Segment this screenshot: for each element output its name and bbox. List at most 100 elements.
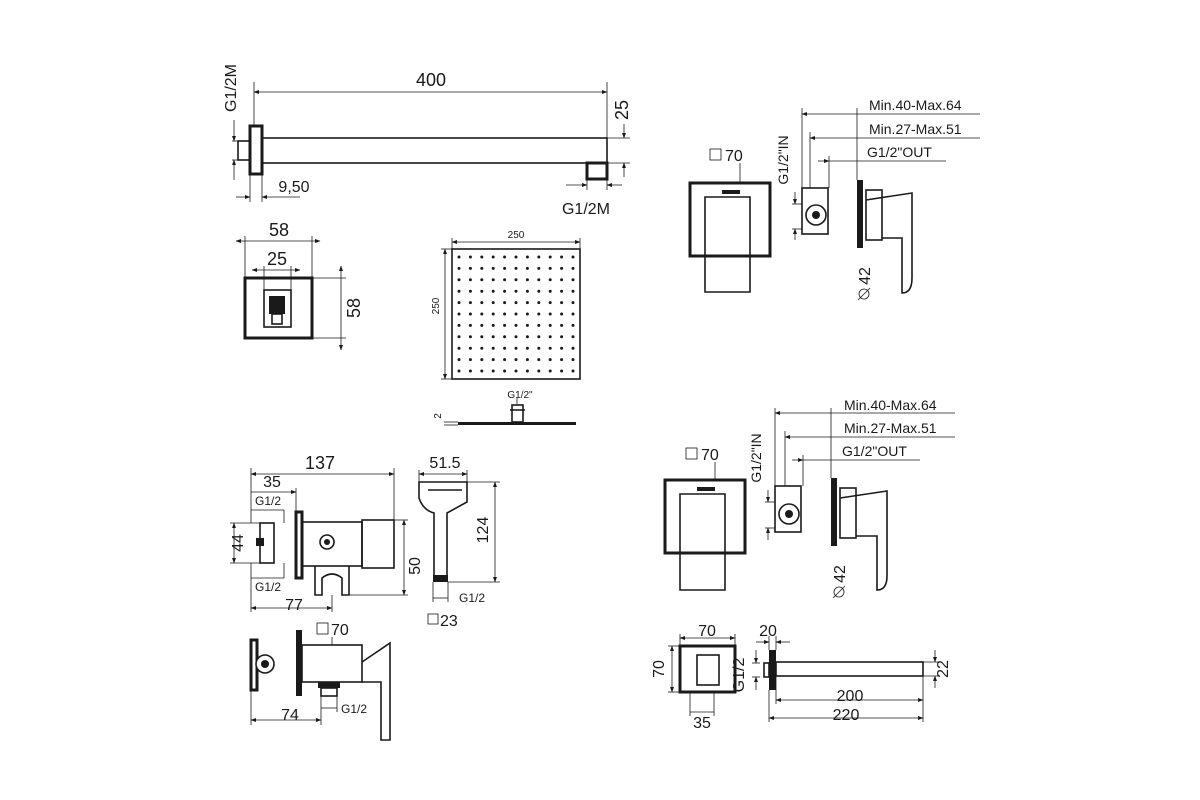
nozzle-dot: [548, 312, 552, 316]
mixer-bottom-depth-max: Min.40-Max.64: [844, 397, 937, 413]
nozzle-dot: [560, 369, 564, 373]
nozzle-dot: [548, 255, 552, 259]
nozzle-dot: [560, 289, 564, 293]
nozzle-dot: [491, 289, 495, 293]
nozzle-dot: [525, 335, 529, 339]
nozzle-dot: [571, 255, 575, 259]
nozzle-dot: [537, 335, 541, 339]
nozzle-dot: [537, 278, 541, 282]
mixer-top-drawing: Min.40-Max.64 Min.27-Max.51 G1/2"OUT G1/…: [688, 97, 980, 301]
nozzle-dot: [468, 346, 472, 350]
nozzle-dot: [503, 369, 507, 373]
mixer-top-plate: 70: [725, 148, 743, 165]
spray-height-label: 124: [475, 517, 492, 544]
nozzle-dot: [525, 358, 529, 362]
bidet-base-label: 77: [285, 597, 303, 614]
bidet-body-height-label: 50: [407, 557, 424, 575]
nozzle-dot: [537, 312, 541, 316]
nozzle-dot: [560, 346, 564, 350]
nozzle-dot: [457, 358, 461, 362]
head-thickness-label: 2: [433, 413, 444, 419]
nozzle-dot: [491, 346, 495, 350]
bidet-length-label: 137: [305, 453, 335, 473]
nozzle-dot: [457, 301, 461, 305]
nozzle-dot: [480, 346, 484, 350]
bidet-height-label: 44: [230, 534, 247, 552]
bidet-offset-label: 35: [263, 474, 281, 491]
nozzle-dot: [514, 301, 518, 305]
nozzle-dot: [480, 289, 484, 293]
nozzle-dot: [503, 255, 507, 259]
mixer-bottom-thread-in: G1/2"IN: [748, 433, 764, 482]
spray-width-label: 51.5: [429, 455, 460, 472]
nozzle-dot: [560, 255, 564, 259]
nozzle-dot: [525, 289, 529, 293]
nozzle-dot: [537, 255, 541, 259]
nozzle-dot: [548, 323, 552, 327]
nozzle-dot: [457, 335, 461, 339]
nozzle-dot: [571, 323, 575, 327]
nozzle-dot: [491, 255, 495, 259]
arm-offset-label: 9,50: [278, 179, 309, 196]
mixer-top-depth-max: Min.40-Max.64: [869, 97, 962, 113]
mixer-top-depth-min: Min.27-Max.51: [869, 121, 962, 137]
spout-inner-label: 35: [693, 715, 711, 732]
nozzle-dot: [491, 301, 495, 305]
nozzle-dot: [537, 289, 541, 293]
nozzle-dot: [548, 358, 552, 362]
spray-square-label: 23: [440, 613, 458, 630]
nozzle-dot: [457, 312, 461, 316]
nozzle-dot: [560, 278, 564, 282]
mixer-bottom-diameter: 42: [832, 565, 849, 583]
nozzle-dot: [548, 289, 552, 293]
nozzle-dot: [525, 369, 529, 373]
head-width-label: 250: [508, 230, 525, 241]
nozzle-dot: [457, 289, 461, 293]
nozzle-dot: [548, 266, 552, 270]
nozzle-dot: [571, 301, 575, 305]
nozzle-dot: [491, 335, 495, 339]
mixer-top-diameter: 42: [857, 267, 874, 285]
mixer-bottom-thread-out: G1/2"OUT: [842, 443, 907, 459]
nozzle-dot: [491, 278, 495, 282]
flange-inner-label: 25: [267, 249, 287, 269]
spout-length-inner-label: 200: [837, 688, 864, 705]
nozzle-dot: [491, 312, 495, 316]
nozzle-dot: [468, 369, 472, 373]
nozzle-dot: [468, 323, 472, 327]
nozzle-dot: [457, 255, 461, 259]
nozzle-dot: [537, 301, 541, 305]
spout-thread-label: G1/2: [731, 658, 748, 693]
nozzle-dot: [514, 323, 518, 327]
nozzle-dot: [457, 346, 461, 350]
nozzle-dot: [560, 323, 564, 327]
nozzle-dot: [525, 255, 529, 259]
bidet-mixer-thread-label: G1/2: [341, 702, 367, 716]
nozzle-dot: [514, 289, 518, 293]
spout-length-label: 220: [833, 707, 860, 724]
nozzle-dot: [514, 358, 518, 362]
nozzle-dot: [514, 312, 518, 316]
nozzle-dot: [537, 369, 541, 373]
nozzle-dot: [457, 266, 461, 270]
nozzle-dot: [514, 278, 518, 282]
nozzle-dot: [537, 358, 541, 362]
spout-plate-height-label: 70: [651, 660, 668, 678]
wall-flange-drawing: 58 25 58: [235, 220, 364, 351]
mixer-top-thread-in: G1/2"IN: [775, 135, 791, 184]
nozzle-dot: [571, 278, 575, 282]
arm-height-label: 25: [612, 100, 632, 120]
nozzle-dot: [548, 301, 552, 305]
nozzle-dot: [525, 346, 529, 350]
nozzle-dot: [468, 266, 472, 270]
nozzle-dot: [491, 266, 495, 270]
nozzle-dot: [548, 346, 552, 350]
flange-width-label: 58: [269, 220, 289, 240]
nozzle-dot: [560, 301, 564, 305]
nozzle-dot: [514, 335, 518, 339]
shower-head-nozzles: [457, 255, 575, 373]
nozzle-dot: [560, 358, 564, 362]
spout-drawing: 70 70 35 G1/2 20 22 200: [651, 623, 952, 732]
mixer-bottom-depth-min: Min.27-Max.51: [844, 420, 937, 436]
nozzle-dot: [548, 335, 552, 339]
